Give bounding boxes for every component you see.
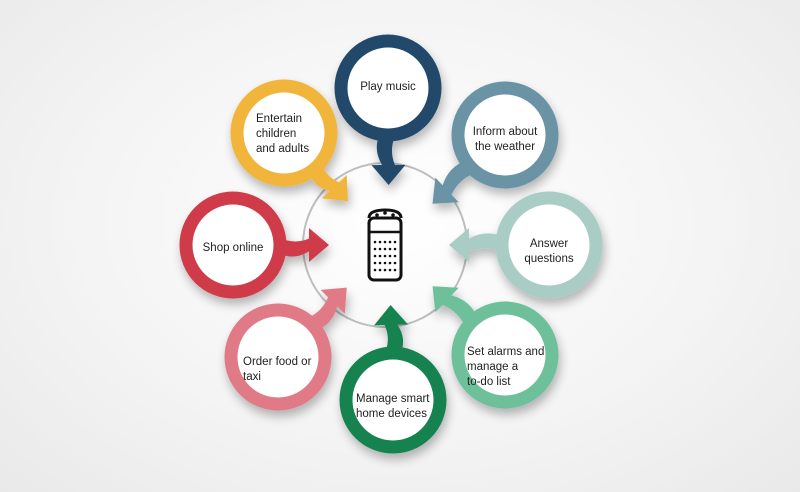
speaker-grill-dot — [388, 240, 392, 244]
node-ring — [451, 81, 559, 189]
node-ring — [495, 191, 603, 299]
speaker-grill-dot — [383, 254, 387, 258]
node-ring — [224, 303, 332, 411]
node-ring — [179, 191, 287, 299]
node-ring — [339, 346, 447, 454]
label-food-taxi: Order food or taxi — [243, 356, 312, 383]
node-ring — [451, 301, 559, 409]
node-smart-home — [339, 304, 447, 454]
speaker-grill-dot — [373, 268, 377, 272]
node-alarms — [432, 286, 559, 409]
speaker-grill-dot — [373, 261, 377, 265]
node-entertain — [230, 79, 348, 202]
node-shop — [179, 191, 329, 299]
speaker-button-dot — [383, 211, 387, 215]
speaker-grill-dot — [393, 254, 397, 258]
speaker-button-dot — [391, 213, 395, 217]
speaker-grill-dot — [393, 268, 397, 272]
node-answer — [449, 191, 603, 299]
label-weather: Inform about the weather — [472, 126, 538, 153]
speaker-grill-dot — [373, 247, 377, 251]
speaker-grill-dot — [383, 247, 387, 251]
speaker-grill-dot — [388, 261, 392, 265]
speaker-grill-dot — [373, 240, 377, 244]
arrow-down-icon — [371, 132, 406, 186]
speaker-grill-dot — [378, 254, 382, 258]
speaker-grill-dot — [378, 240, 382, 244]
arrow-left-icon — [449, 228, 504, 262]
speaker-grill-dot — [388, 254, 392, 258]
speaker-grill-dot — [378, 247, 382, 251]
speaker-grill-dot — [393, 240, 397, 244]
arrow-up-icon — [374, 304, 409, 356]
node-ring — [334, 34, 442, 142]
label-alarms: Set alarms and manage a to-do list — [467, 346, 545, 388]
speaker-grill-dot — [388, 247, 392, 251]
smart-speaker-icon — [367, 208, 403, 282]
speaker-grill-dot — [393, 247, 397, 251]
node-food-taxi — [224, 287, 347, 411]
label-answer: Answer questions — [524, 238, 574, 265]
speaker-grill-dot — [378, 261, 382, 265]
label-entertain: Entertain children and adults — [256, 113, 310, 155]
speaker-grill-dot — [378, 268, 382, 272]
speaker-button-dot — [375, 213, 379, 217]
node-play-music — [334, 34, 442, 186]
arrow-right-icon — [278, 228, 329, 262]
node-ring — [230, 79, 338, 187]
speaker-grill-dot — [393, 261, 397, 265]
speaker-grill-dot — [383, 240, 387, 244]
node-weather — [432, 81, 559, 204]
speaker-grill-dot — [383, 261, 387, 265]
nodes-layer — [179, 34, 603, 454]
label-play-music: Play music — [360, 81, 416, 93]
speaker-grill-dot — [383, 268, 387, 272]
label-smart-home: Manage smart home devices — [356, 393, 430, 420]
speaker-grill-dot — [373, 254, 377, 258]
speaker-grill-dot — [388, 268, 392, 272]
label-shop: Shop online — [202, 242, 264, 254]
